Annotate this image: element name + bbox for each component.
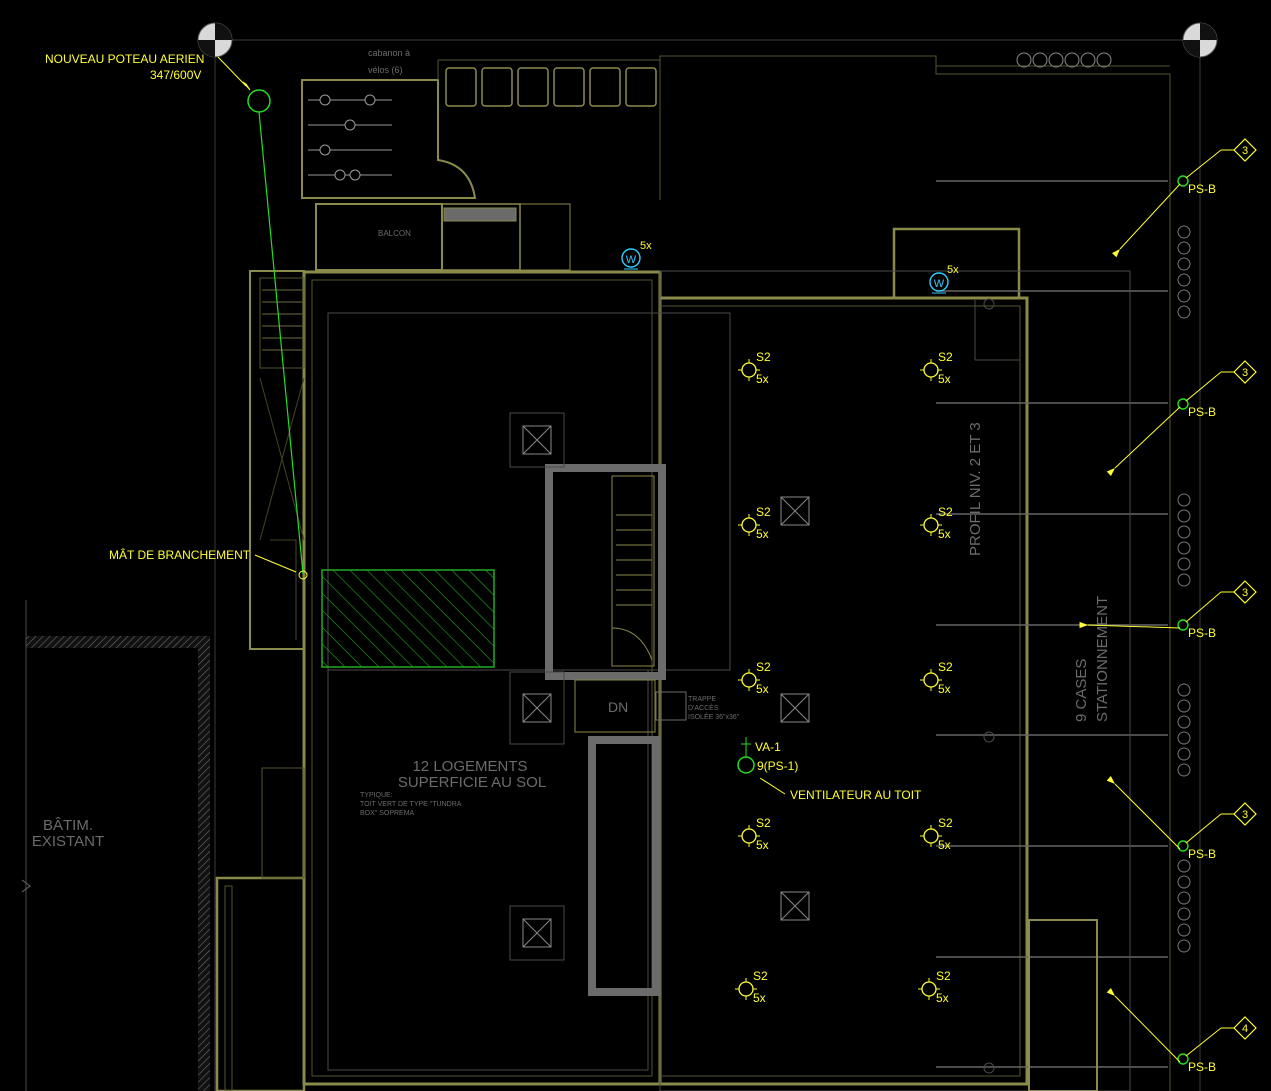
psb-tag[interactable]: 3PS-B: [1111, 138, 1257, 258]
typical-roof-label-2: BOX" SOPREMA: [360, 810, 415, 817]
roof-fan-label: VENTILATEUR AU TOIT: [790, 788, 922, 802]
w-marker-qty: 5x: [947, 264, 959, 276]
s2-fixture-qty: 5x: [756, 838, 769, 852]
storage-units: [445, 67, 657, 107]
profile-label: PROFIL NIV. 2 ET 3: [967, 422, 984, 556]
s2-fixture[interactable]: S2 5x: [735, 969, 768, 1005]
s2-fixture[interactable]: S2 5x: [920, 350, 953, 386]
balcony-label: BALCON: [378, 229, 411, 238]
units-label: 12 LOGEMENTS: [412, 758, 527, 775]
s2-fixture-qty: 5x: [756, 372, 769, 386]
s2-fixture-tag: S2: [756, 505, 771, 519]
s2-fixture-tag: S2: [756, 660, 771, 674]
s2-fixture[interactable]: S2 5x: [920, 660, 953, 696]
hatch-label: TRAPPE: [688, 696, 716, 703]
units-area-label: SUPERFICIE AU SOL: [398, 774, 546, 791]
psb-label: PS-B: [1188, 405, 1216, 419]
s2-fixture[interactable]: S2 5x: [738, 816, 771, 852]
psb-tag[interactable]: 3PS-B: [1106, 776, 1257, 861]
typical-roof-label: TOIT VERT DE TYPE "TUNDRA: [360, 801, 462, 808]
roof-outline-lower: [327, 669, 649, 1071]
left-stair: [262, 289, 302, 351]
service-mast-symbol: [298, 570, 308, 580]
w-marker-letter: W: [934, 278, 945, 290]
roof-vents: [509, 412, 810, 961]
shrubs-right: [1177, 225, 1191, 953]
new-pole-voltage: 347/600V: [150, 68, 201, 82]
psb-tag[interactable]: 4PS-B: [1106, 987, 1257, 1074]
survey-marker-left: [197, 22, 233, 58]
psb-label: PS-B: [1188, 1060, 1216, 1074]
w-marker-qty: 5x: [640, 240, 652, 252]
s2-fixture-qty: 5x: [756, 527, 769, 541]
parking-label-2: STATIONNEMENT: [1094, 596, 1111, 722]
s2-fixture-tag: S2: [938, 660, 953, 674]
psb-label: PS-B: [1188, 847, 1216, 861]
existing-building: [21, 600, 210, 1091]
parking-stall-lines: [936, 180, 1168, 1068]
stair-core: [509, 464, 687, 996]
psb-circuit-number: 4: [1242, 1023, 1248, 1035]
existing-building-label-2: EXISTANT: [32, 833, 104, 850]
bike-racks: [308, 94, 392, 181]
parking-label: 9 CASES: [1073, 659, 1090, 722]
survey-marker-right: [1182, 22, 1218, 58]
psb-label: PS-B: [1188, 626, 1216, 640]
psb-tag[interactable]: 3PS-B: [1079, 580, 1257, 640]
green-roof-hatch: [321, 569, 495, 668]
s2-fixture[interactable]: S2 5x: [920, 816, 953, 852]
service-mast-label: MÂT DE BRANCHEMENT: [109, 547, 251, 562]
psb-circuit-number: 3: [1242, 145, 1248, 157]
s2-fixture-qty: 5x: [938, 682, 951, 696]
bike-shed-label-2: vélos (6): [368, 65, 403, 75]
w-marker[interactable]: W 5x: [929, 264, 959, 294]
existing-building-label: BÂTIM.: [43, 817, 93, 834]
new-pole-label: NOUVEAU POTEAU AERIEN: [45, 52, 204, 66]
s2-fixture-tag: S2: [938, 816, 953, 830]
service-line: [247, 89, 308, 580]
psb-circuit-number: 3: [1242, 587, 1248, 599]
s2-fixture[interactable]: S2 5x: [738, 350, 771, 386]
hatch-label-2: D'ACCÈS: [688, 703, 719, 712]
s2-fixture-qty: 5x: [938, 838, 951, 852]
w-marker[interactable]: W 5x: [621, 240, 652, 270]
down-label: DN: [608, 699, 628, 715]
s2-fixture-tag: S2: [936, 969, 951, 983]
roof-fan-symbol[interactable]: VA-1 9(PS-1): [737, 737, 798, 774]
s2-fixture[interactable]: S2 5x: [918, 969, 951, 1005]
s2-fixture-qty: 5x: [753, 991, 766, 1005]
psb-label: PS-B: [1188, 182, 1216, 196]
parking-overhang: [659, 270, 1131, 1091]
psb-circuit-number: 3: [1242, 809, 1248, 821]
hatch-label-3: ISOLÉE 36"x36": [688, 712, 740, 721]
s2-fixture[interactable]: S2 5x: [920, 505, 953, 541]
s2-fixture[interactable]: S2 5x: [738, 660, 771, 696]
s2-fixture-tag: S2: [756, 350, 771, 364]
s2-fixture-qty: 5x: [756, 682, 769, 696]
s2-fixture-tag: S2: [938, 505, 953, 519]
typical-label: TYPIQUE:: [360, 792, 393, 799]
psb-tag[interactable]: 3PS-B: [1106, 360, 1257, 477]
s2-fixture-tag: S2: [753, 969, 768, 983]
property-line: [214, 39, 1201, 1091]
leaders: [217, 56, 786, 795]
bike-shed-label: cabanon à: [368, 48, 410, 58]
shrubs-top: [1016, 52, 1112, 68]
w-marker-letter: W: [626, 254, 637, 266]
s2-fixture-tag: S2: [938, 350, 953, 364]
roof-fan-tag: VA-1: [755, 740, 781, 754]
s2-fixture-qty: 5x: [936, 991, 949, 1005]
psb-circuit-number: 3: [1242, 367, 1248, 379]
roof-fan-qty: 9(PS-1): [757, 759, 798, 773]
s2-fixture-qty: 5x: [938, 372, 951, 386]
s2-fixture-tag: S2: [756, 816, 771, 830]
new-pole-symbol: [247, 89, 271, 113]
s2-fixture-qty: 5x: [938, 527, 951, 541]
s2-fixture[interactable]: S2 5x: [738, 505, 771, 541]
